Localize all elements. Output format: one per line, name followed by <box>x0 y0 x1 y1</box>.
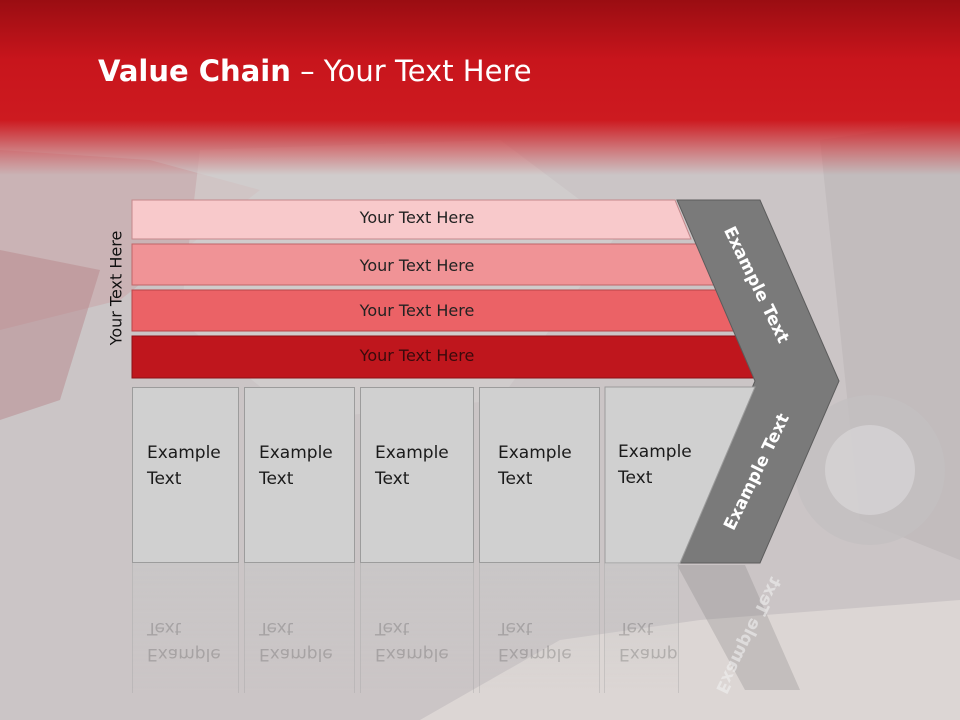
slide-title: Value Chain – Your Text Here <box>98 54 532 88</box>
cell-4-reflection-label: Example Text <box>498 618 572 664</box>
cell-1-reflection-label: Example Text <box>147 618 221 664</box>
cell-1: Example Text <box>132 387 239 563</box>
cell-5: Example Text <box>604 387 692 563</box>
cell-2-reflection: Example Text <box>244 563 355 693</box>
bar-1-label: Your Text Here <box>359 208 475 227</box>
header-band <box>0 0 960 175</box>
title-bold: Value Chain <box>98 54 291 88</box>
cell-5-label: Example Text <box>618 442 692 488</box>
cell-4-label: Example Text <box>498 443 572 489</box>
cell-3-label: Example Text <box>375 443 449 489</box>
cell-5-reflection: Example Text <box>604 563 679 693</box>
cell-5-reflection-label: Example Text <box>619 618 678 664</box>
cell-3-reflection: Example Text <box>360 563 474 693</box>
cell-2-label: Example Text <box>259 443 333 489</box>
cell-1-reflection: Example Text <box>132 563 239 693</box>
bar-2-label: Your Text Here <box>359 256 475 275</box>
bar-3-label: Your Text Here <box>359 301 475 320</box>
cell-2-reflection-label: Example Text <box>259 618 333 664</box>
cell-4: Example Text <box>479 387 600 563</box>
cell-1-label: Example Text <box>147 443 221 489</box>
cell-3: Example Text <box>360 387 474 563</box>
chevron-reflection <box>677 565 800 690</box>
cell-4-reflection: Example Text <box>479 563 600 693</box>
bar-4-label: Your Text Here <box>359 346 475 365</box>
chevron-bottom-fill <box>604 386 756 564</box>
bar-1-shape <box>131 199 692 240</box>
title-rest: – Your Text Here <box>290 54 532 88</box>
cell-2: Example Text <box>244 387 355 563</box>
cell-3-reflection-label: Example Text <box>375 618 449 664</box>
